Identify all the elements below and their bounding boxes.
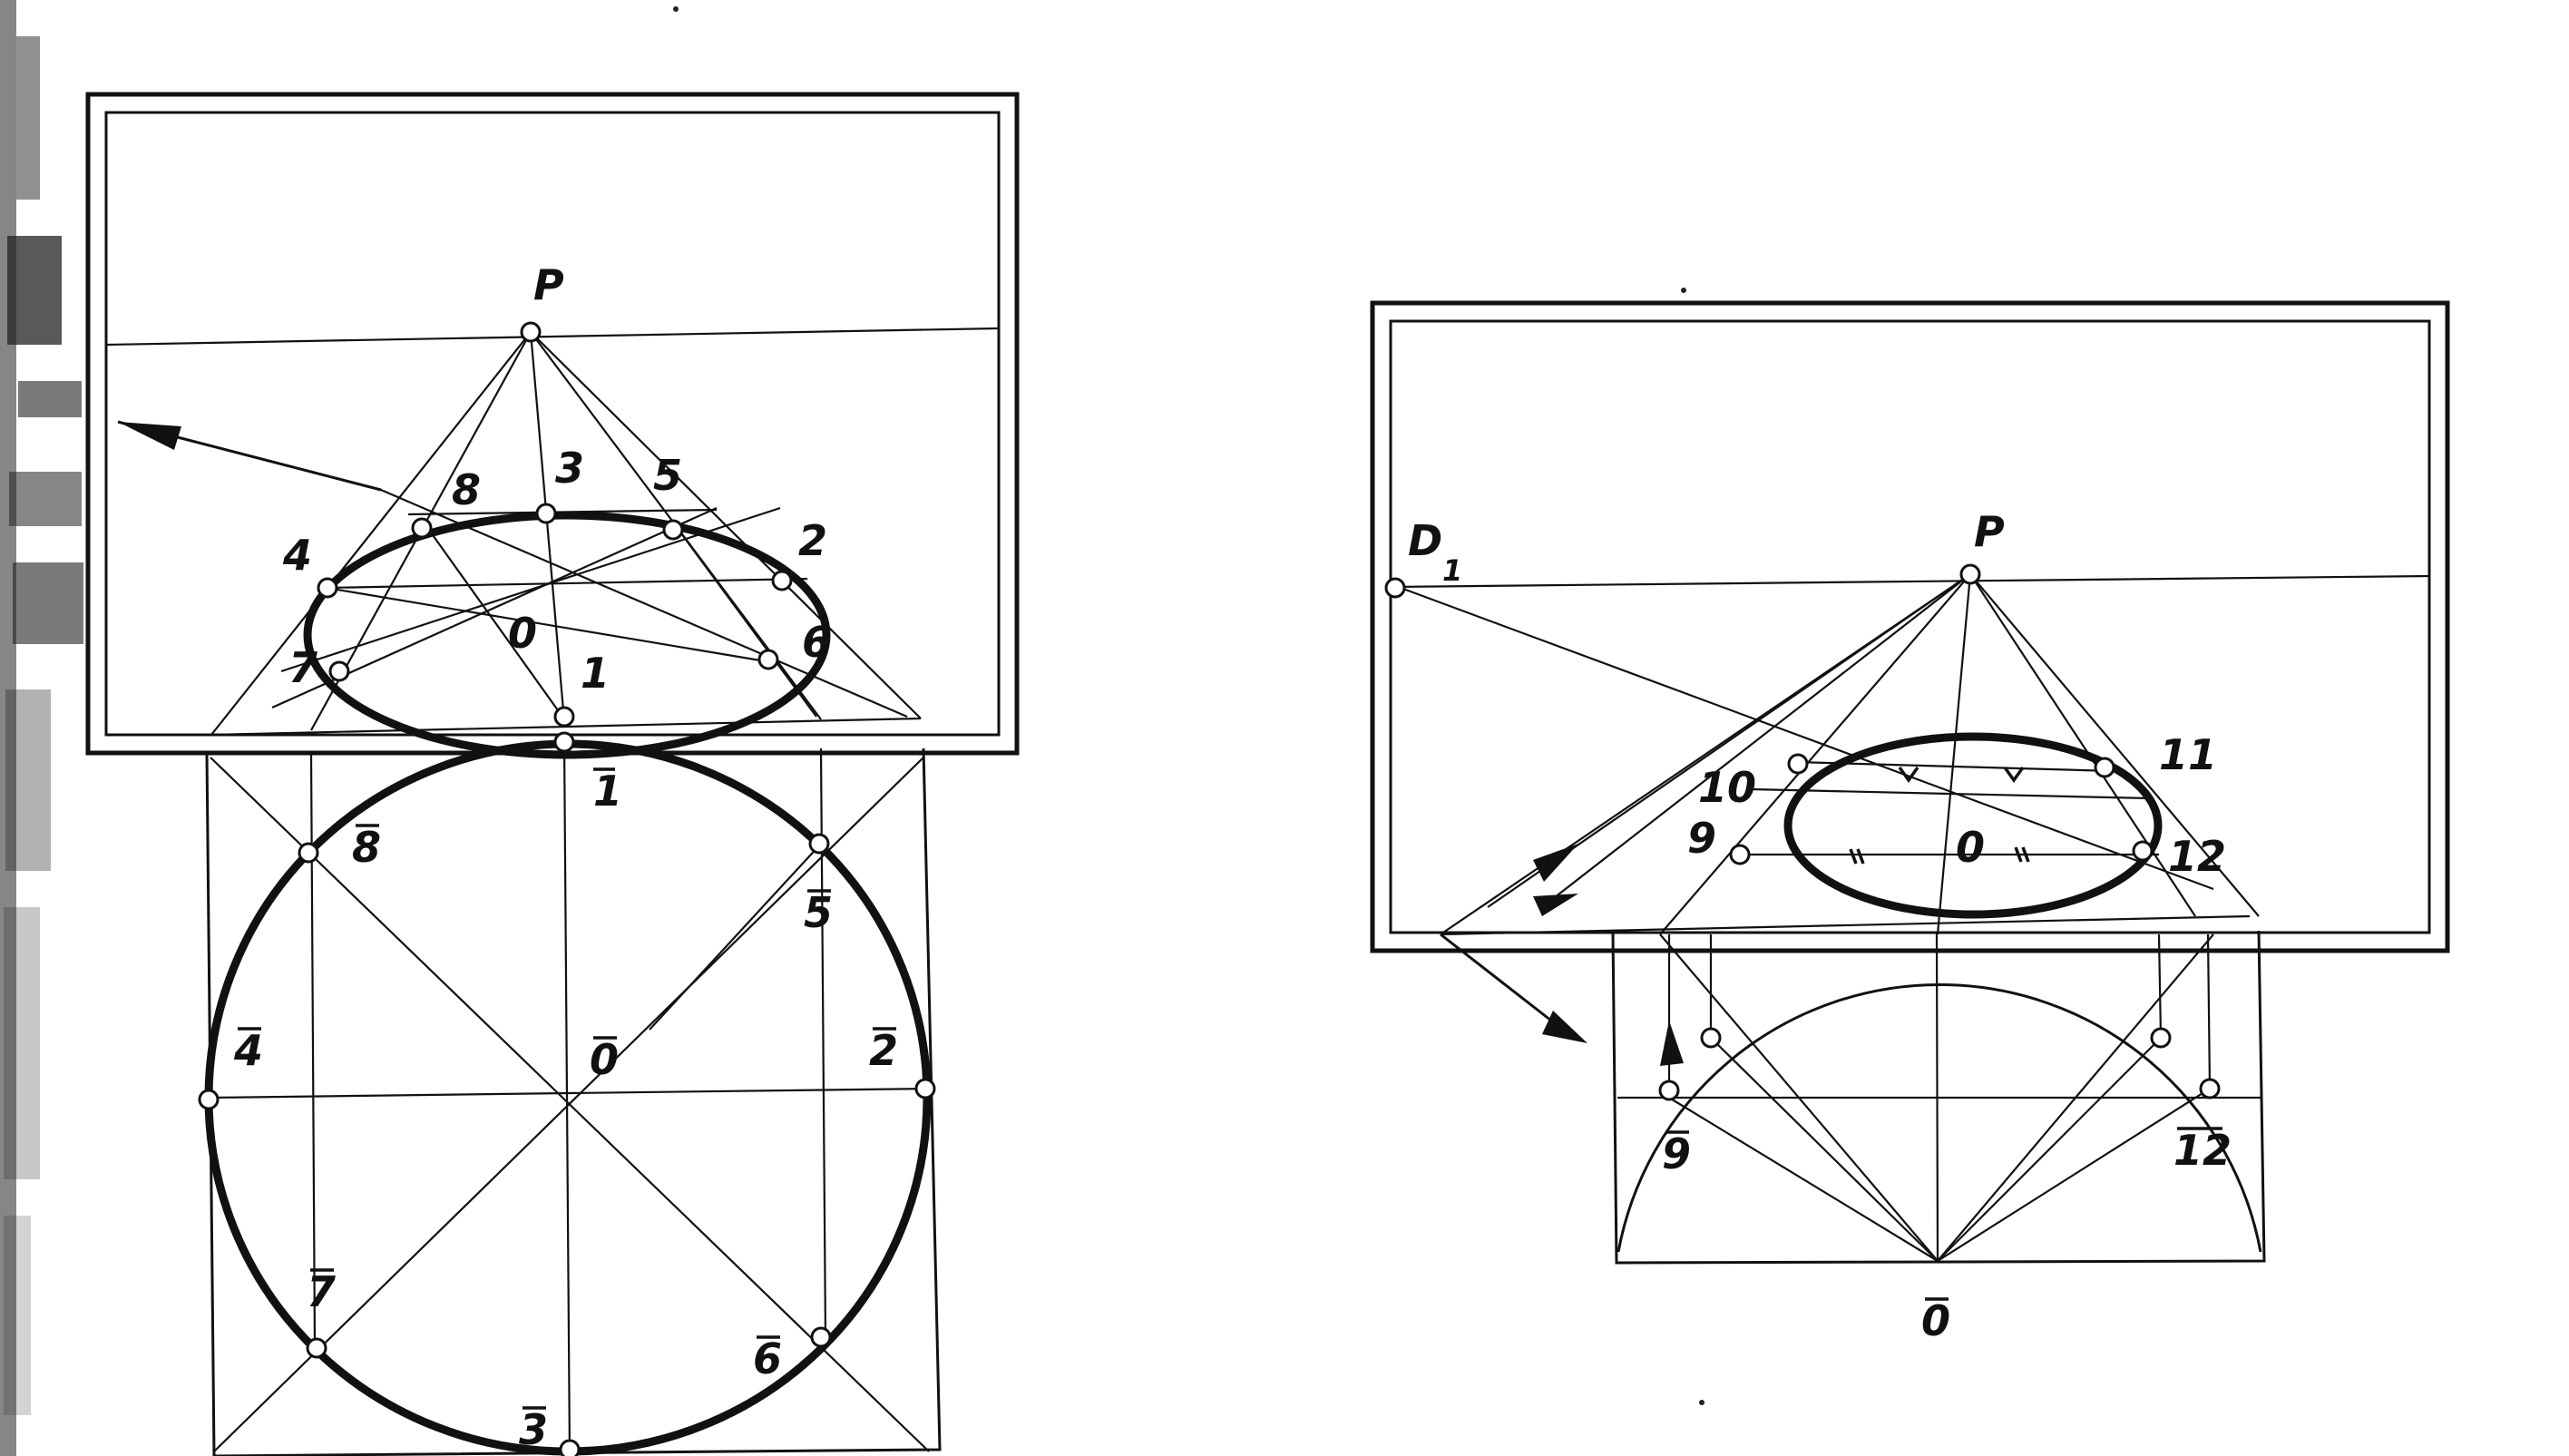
left-point-P <box>520 321 542 343</box>
label-plan-9: 9 <box>1662 1129 1691 1178</box>
right-plan-point-9 <box>1658 1080 1680 1101</box>
label-6: 6 <box>802 618 831 667</box>
left-plan-point-8 <box>298 842 319 864</box>
label-right-plan-0: 0 <box>1921 1296 1950 1345</box>
right-point-P <box>1959 563 1981 585</box>
right-arrows <box>1440 844 1684 1066</box>
right-point-9 <box>1729 844 1751 865</box>
left-plan-point-4 <box>198 1089 220 1110</box>
label-1: 1 <box>581 649 610 698</box>
left-point-7 <box>328 660 350 682</box>
label-12: 12 <box>2168 832 2226 881</box>
right-points <box>1384 563 2221 1101</box>
left-plan-point-2 <box>914 1078 936 1099</box>
label-plan-8: 8 <box>352 823 381 872</box>
right-horizon-line <box>1390 574 2430 589</box>
left-plan-point-3 <box>559 1439 581 1456</box>
label-0: 0 <box>508 609 537 658</box>
left-plan-label-bars <box>238 767 896 1410</box>
scan-specks <box>673 6 1705 1405</box>
right-picture-frame <box>1370 300 2450 953</box>
left-labels: P 8 3 5 4 2 0 7 1 6 1 8 5 4 0 2 7 6 3 <box>233 260 898 1454</box>
left-perspective-ellipse <box>303 511 831 759</box>
label-5: 5 <box>653 451 682 500</box>
label-plan-1: 1 <box>593 767 622 816</box>
right-point-10 <box>1787 753 1809 775</box>
right-plan-point-a <box>1700 1027 1722 1049</box>
left-points <box>198 321 936 1456</box>
right-point-12 <box>2132 840 2154 862</box>
label-D: D <box>1408 516 1442 565</box>
left-plan-point-7 <box>306 1337 327 1359</box>
right-plan-semicircle <box>1617 982 2262 1253</box>
label-7: 7 <box>288 643 317 692</box>
right-plan-point-12 <box>2199 1078 2221 1099</box>
left-picture-frame <box>85 92 1020 756</box>
left-plan-point-6 <box>810 1326 832 1348</box>
label-plan-6: 6 <box>753 1334 782 1383</box>
left-point-8 <box>411 517 433 539</box>
label-4: 4 <box>282 531 312 580</box>
label-right-0: 0 <box>1956 823 1985 872</box>
right-plan <box>1611 930 2266 1265</box>
right-perspective-ellipse <box>1783 732 2163 919</box>
left-point-1 <box>553 706 575 728</box>
right-figure: P D 1 10 11 9 0 12 9 12 0 <box>1370 300 2450 1345</box>
right-plan-point-b <box>2150 1027 2172 1049</box>
label-plan-7: 7 <box>307 1267 336 1316</box>
scan-edge-noise <box>0 0 83 1456</box>
left-plan-point-1 <box>553 731 575 753</box>
label-P: P <box>533 260 564 309</box>
label-10: 10 <box>1698 763 1756 812</box>
left-point-5 <box>662 519 684 541</box>
label-D-subscript: 1 <box>1442 553 1462 588</box>
label-11: 11 <box>2159 730 2217 779</box>
label-right-P: P <box>1974 507 2005 556</box>
label-8: 8 <box>452 465 481 514</box>
left-plan-construction <box>210 738 932 1456</box>
right-point-D1 <box>1384 577 1406 599</box>
left-plan-point-5 <box>808 833 830 855</box>
right-equal-marks <box>1849 766 2030 865</box>
left-arrow <box>117 420 382 492</box>
left-point-3 <box>535 503 557 524</box>
right-labels: P D 1 10 11 9 0 12 9 12 0 <box>1408 507 2232 1345</box>
left-figure: P 8 3 5 4 2 0 7 1 6 1 8 5 4 0 2 7 6 3 <box>85 92 1020 1456</box>
label-plan-12: 12 <box>2173 1126 2232 1175</box>
right-plan-label-bars <box>1665 1127 2222 1301</box>
label-plan-2: 2 <box>869 1026 898 1075</box>
label-plan-0: 0 <box>590 1035 619 1084</box>
label-9: 9 <box>1687 814 1716 863</box>
label-plan-4: 4 <box>233 1026 263 1075</box>
label-2: 2 <box>798 516 827 565</box>
label-plan-5: 5 <box>804 888 833 937</box>
left-point-4 <box>317 577 338 599</box>
left-point-6 <box>757 649 779 670</box>
label-3: 3 <box>555 444 584 493</box>
label-plan-3: 3 <box>519 1405 548 1454</box>
left-horizon-line <box>105 327 1000 347</box>
right-point-11 <box>2094 757 2115 778</box>
left-point-2 <box>771 570 793 591</box>
